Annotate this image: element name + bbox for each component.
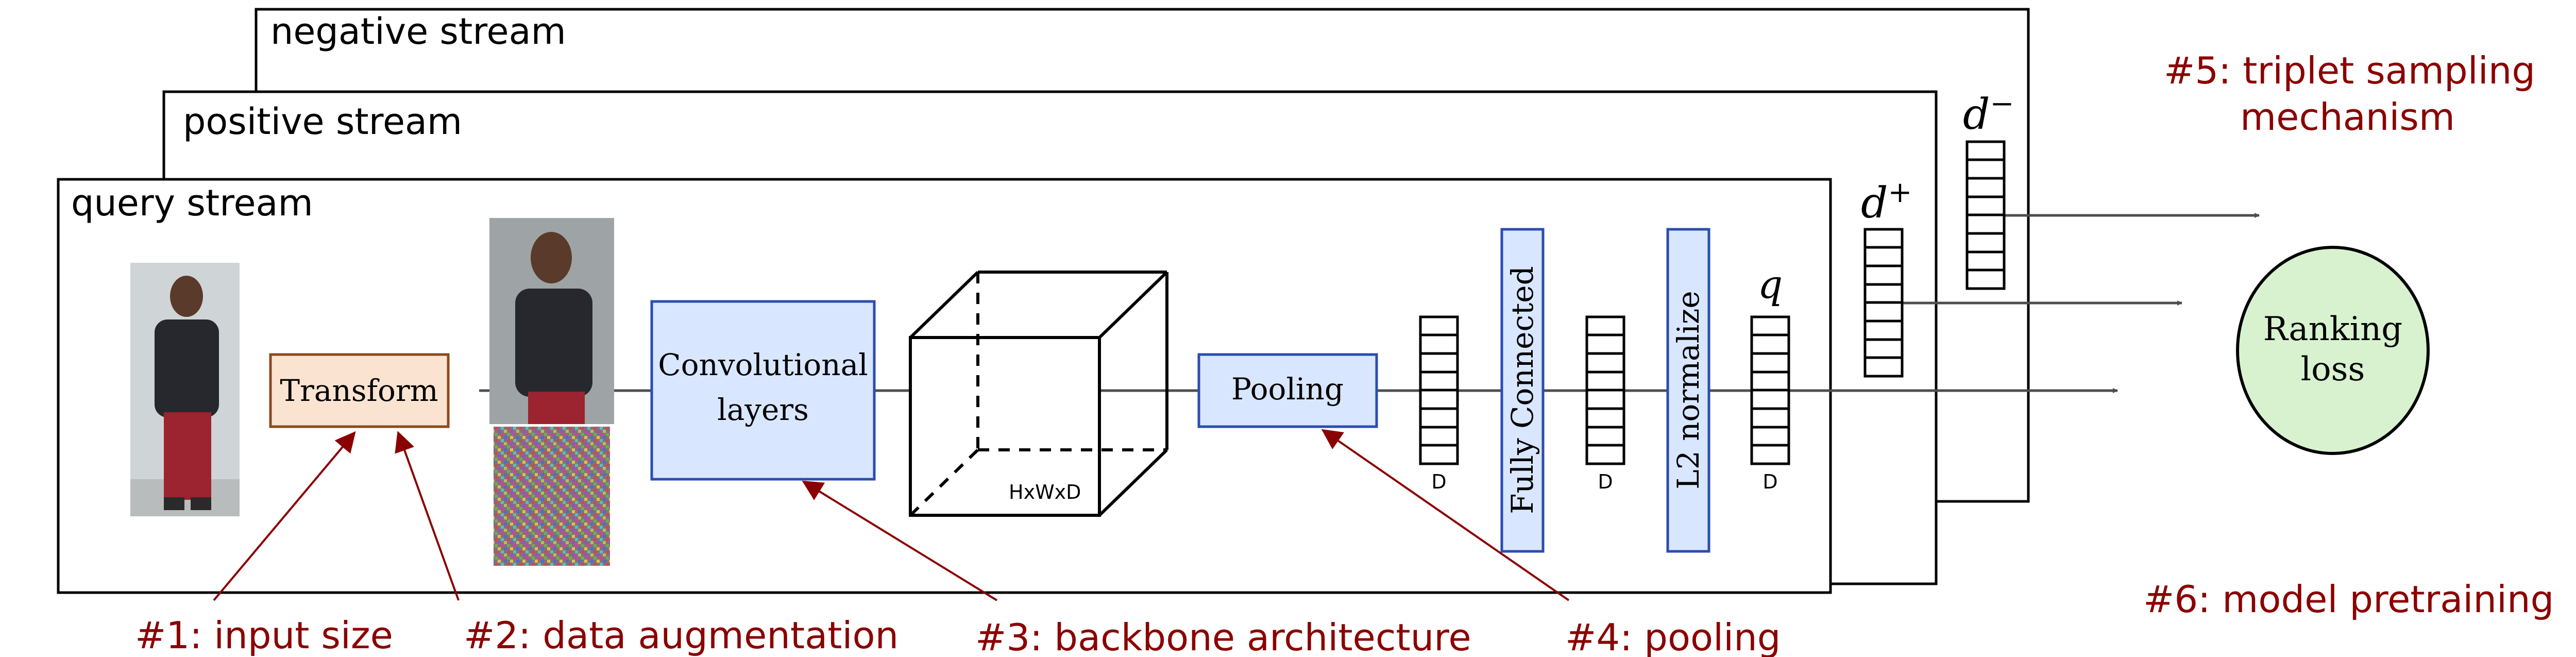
annotation-input-size: #1: input size — [135, 614, 393, 657]
fc-output-vector: D — [1585, 315, 1625, 493]
vector3-dim-label: D — [1762, 470, 1777, 493]
augmented-person-image — [489, 218, 614, 566]
positive-stream-label: positive stream — [183, 100, 462, 143]
fully-connected-label: Fully Connected — [1505, 266, 1540, 514]
ranking-loss-line1: Ranking — [2263, 310, 2402, 348]
convolutional-layers-block: Convolutional layers — [650, 300, 876, 481]
annotation-arrow-backbone — [802, 480, 998, 601]
transform-block: Transform — [269, 353, 450, 428]
l2-normalize-label: L2 normalize — [1671, 291, 1706, 489]
input-person-image — [130, 263, 240, 516]
negative-stream-label: negative stream — [270, 10, 566, 53]
annotation-backbone-architecture: #3: backbone architecture — [975, 616, 1471, 657]
pooling-block: Pooling — [1197, 353, 1378, 428]
random-erasing-noise — [494, 427, 610, 566]
vector2-dim-label: D — [1598, 470, 1613, 493]
positive-embedding-vector — [1863, 228, 1904, 378]
transform-label: Transform — [280, 373, 438, 408]
annotation-arrow-data-augmentation — [395, 431, 460, 601]
query-stream-label: query stream — [71, 182, 313, 224]
vector1-dim-label: D — [1431, 470, 1446, 493]
pooled-feature-vector: D — [1419, 315, 1459, 493]
d-minus-label: d− — [1963, 87, 2014, 139]
annotation-arrows — [213, 429, 1570, 601]
feature-map-cube: HxWxD — [909, 271, 1168, 517]
annotation-data-augmentation: #2: data augmentation — [464, 614, 899, 657]
l2-normalize-block: L2 normalize — [1666, 228, 1710, 553]
pooling-label: Pooling — [1231, 372, 1344, 407]
fully-connected-block: Fully Connected — [1500, 228, 1545, 553]
annotation-arrow-input-size — [213, 431, 356, 601]
annotation-triplet-sampling-line2: mechanism — [2240, 95, 2455, 139]
negative-embedding-vector — [1965, 140, 2006, 290]
query-embedding-vector: D — [1750, 315, 1790, 493]
ranking-loss-line2: loss — [2301, 350, 2365, 389]
conv-label-line2: layers — [717, 392, 809, 427]
d-plus-label: d+ — [1861, 176, 1912, 228]
annotation-model-pretraining: #6: model pretraining — [2143, 578, 2554, 621]
conv-label-line1: Convolutional — [658, 347, 868, 382]
annotation-triplet-sampling-line1: #5: triplet sampling — [2164, 49, 2535, 92]
cube-dimension-label: HxWxD — [1009, 481, 1081, 503]
annotation-pooling: #4: pooling — [1565, 616, 1781, 657]
ranking-loss-node: Ranking loss — [2236, 246, 2430, 455]
annotation-arrow-pooling — [1321, 429, 1570, 601]
q-label: q — [1758, 261, 1783, 307]
